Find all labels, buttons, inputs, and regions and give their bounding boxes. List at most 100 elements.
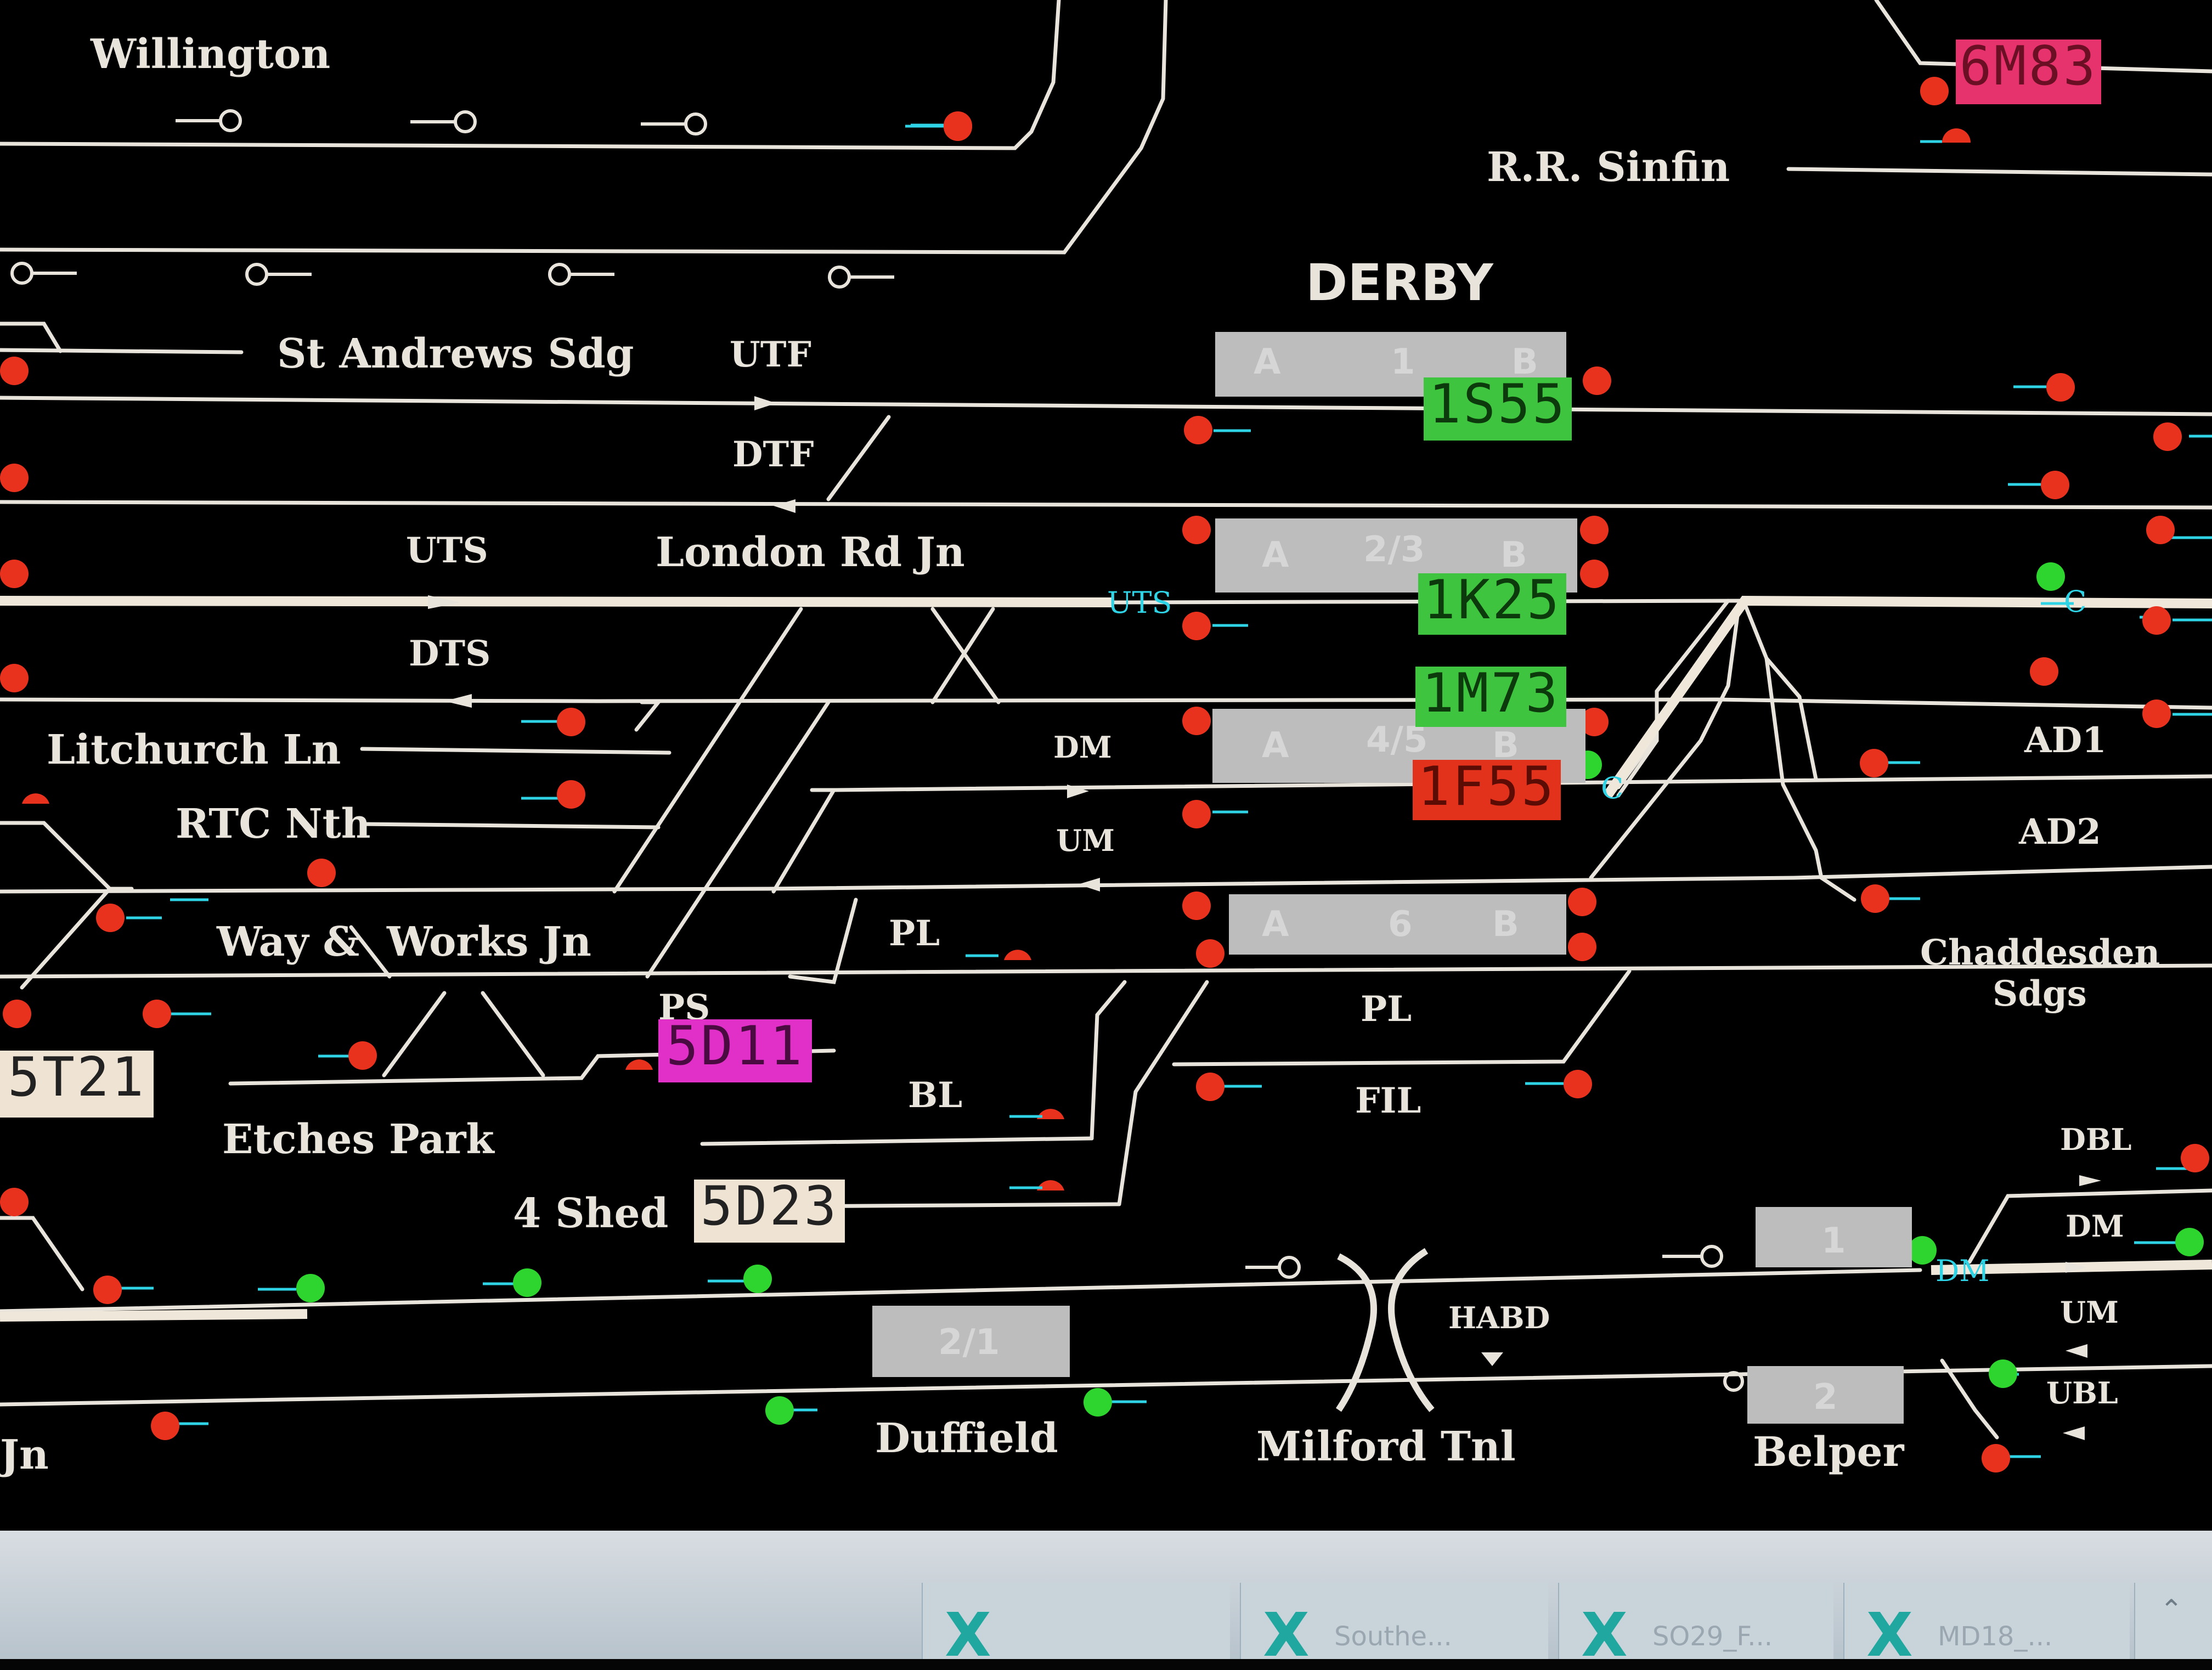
platform-2-3-b: B <box>1500 535 1527 576</box>
signal-red[interactable] <box>1182 800 1211 828</box>
signal-red[interactable] <box>96 904 125 932</box>
taskbar-item-label: SO29_F... <box>1652 1621 1773 1652</box>
signal-red[interactable] <box>2146 516 2175 544</box>
label-jn: Jn <box>0 1431 49 1479</box>
taskbar-item[interactable]: X MD18_... <box>1843 1583 2130 1665</box>
signal-red[interactable] <box>1860 749 1888 777</box>
signal-green[interactable] <box>1989 1359 2017 1388</box>
train-describer-5t21[interactable]: 5T21 <box>0 1051 154 1118</box>
signal-red[interactable] <box>2046 373 2075 402</box>
signal-red[interactable] <box>307 859 336 887</box>
label-derby: DERBY <box>1306 253 1493 312</box>
signal-red[interactable] <box>2153 422 2182 451</box>
signal-red[interactable] <box>1182 612 1211 640</box>
platform-2-3-a: A <box>1262 535 1289 576</box>
label-milford-tnl: Milford Tnl <box>1256 1423 1516 1470</box>
train-describer-1s55[interactable]: 1S55 <box>1424 377 1572 441</box>
signal-red[interactable] <box>557 708 585 736</box>
label-duffield: Duffield <box>875 1415 1058 1462</box>
signal-green[interactable] <box>2036 562 2065 591</box>
signal-red[interactable] <box>1184 416 1212 444</box>
platform-belper-1: 1 <box>1756 1207 1912 1267</box>
signal-red[interactable] <box>0 664 29 692</box>
label-um: UM <box>1056 823 1115 858</box>
label-willington: Willington <box>91 31 331 78</box>
signal-green[interactable] <box>513 1268 541 1297</box>
taskbar-item[interactable]: X SO29_F... <box>1558 1583 1833 1665</box>
signal-red[interactable] <box>1982 1444 2010 1472</box>
signal-red[interactable] <box>151 1412 179 1440</box>
signal-red[interactable] <box>143 1000 171 1028</box>
signal-red[interactable] <box>1580 560 1609 588</box>
label-dtf: DTF <box>732 434 814 475</box>
signal-red[interactable] <box>0 1188 29 1216</box>
platform-4-5-b: B <box>1492 725 1519 766</box>
signal-green[interactable] <box>743 1265 772 1293</box>
label-chaddesden-sdgs: Sdgs <box>1993 973 2087 1014</box>
app-icon: X <box>945 1600 991 1670</box>
train-describer-5d23[interactable]: 5D23 <box>694 1180 845 1243</box>
train-describer-1f55[interactable]: 1F55 <box>1413 760 1561 820</box>
signal-red[interactable] <box>2041 471 2069 499</box>
signal-green[interactable] <box>1084 1388 1112 1417</box>
platform-duffield-num: 2/1 <box>938 1322 1000 1363</box>
label-litchurch-ln: Litchurch Ln <box>47 726 341 774</box>
signal-red[interactable] <box>0 560 29 588</box>
signal-red[interactable] <box>93 1276 122 1304</box>
signal-red[interactable] <box>348 1041 377 1070</box>
signal-green[interactable] <box>296 1274 325 1302</box>
train-describer-1k25[interactable]: 1K25 <box>1418 573 1566 635</box>
train-describer-1m73[interactable]: 1M73 <box>1415 667 1566 727</box>
signal-red[interactable] <box>1861 884 1889 913</box>
signal-red[interactable] <box>1182 892 1211 920</box>
app-icon: X <box>1263 1600 1310 1670</box>
label-ubl: UBL <box>2046 1375 2118 1411</box>
signal-red[interactable] <box>1564 1070 1592 1098</box>
signal-red[interactable] <box>1583 366 1611 395</box>
platform-duffield: 2/1 <box>872 1306 1070 1377</box>
signal-green[interactable] <box>2175 1228 2204 1256</box>
signal-red[interactable] <box>944 112 972 141</box>
signal-red[interactable] <box>2142 699 2171 728</box>
label-london-rd-jn: London Rd Jn <box>656 529 965 576</box>
label-bl: BL <box>908 1075 963 1116</box>
signal-red[interactable] <box>1196 1073 1224 1101</box>
label-utf: UTF <box>730 334 811 375</box>
app-icon: X <box>1581 1600 1628 1670</box>
signal-red[interactable] <box>2030 657 2058 686</box>
signal-green[interactable] <box>765 1396 794 1425</box>
label-dm-2: DM <box>2066 1209 2124 1244</box>
signal-red[interactable] <box>0 464 29 492</box>
signal-red[interactable] <box>1182 516 1211 544</box>
signal-green[interactable] <box>1908 1236 1937 1265</box>
taskbar-item[interactable]: X <box>922 1583 1230 1665</box>
platform-2-3-num: 2/3 <box>1363 529 1425 570</box>
tray-chevron-icon[interactable]: ⌃ <box>2134 1583 2212 1659</box>
train-describer-5d11[interactable]: 5D11 <box>658 1019 812 1082</box>
label-um-2: UM <box>2060 1295 2119 1330</box>
label-rtc-nth: RTC Nth <box>176 800 371 848</box>
signal-red[interactable] <box>1182 707 1211 735</box>
signal-red[interactable] <box>1196 939 1224 968</box>
signal-red[interactable] <box>1580 516 1609 544</box>
taskbar: X X Southe... X SO29_F... X MD18_... ⌃ <box>0 1531 2212 1665</box>
signal-red[interactable] <box>2181 1144 2209 1172</box>
taskbar-item[interactable]: X Southe... <box>1240 1583 1548 1665</box>
label-works-jn: Works Jn <box>387 918 591 966</box>
signal-red[interactable] <box>1568 888 1596 916</box>
signal-red[interactable] <box>557 780 585 809</box>
label-uts-cyan: UTS <box>1107 585 1172 620</box>
platform-6-num: 6 <box>1388 904 1413 945</box>
signal-red[interactable] <box>0 357 29 385</box>
signal-red[interactable] <box>2142 606 2171 635</box>
label-dm: DM <box>1053 730 1112 765</box>
label-rr-sinfin: R.R. Sinfin <box>1487 144 1730 191</box>
signal-red[interactable] <box>1920 77 1949 105</box>
label-pl-lower: PL <box>1361 989 1412 1030</box>
signal-red[interactable] <box>3 1000 31 1028</box>
train-describer-6m83[interactable]: 6M83 <box>1956 40 2101 104</box>
label-ad2: AD2 <box>2019 811 2101 853</box>
platform-6: A 6 B <box>1229 894 1566 955</box>
platform-1-b: B <box>1511 342 1538 382</box>
signal-red[interactable] <box>1568 933 1596 961</box>
